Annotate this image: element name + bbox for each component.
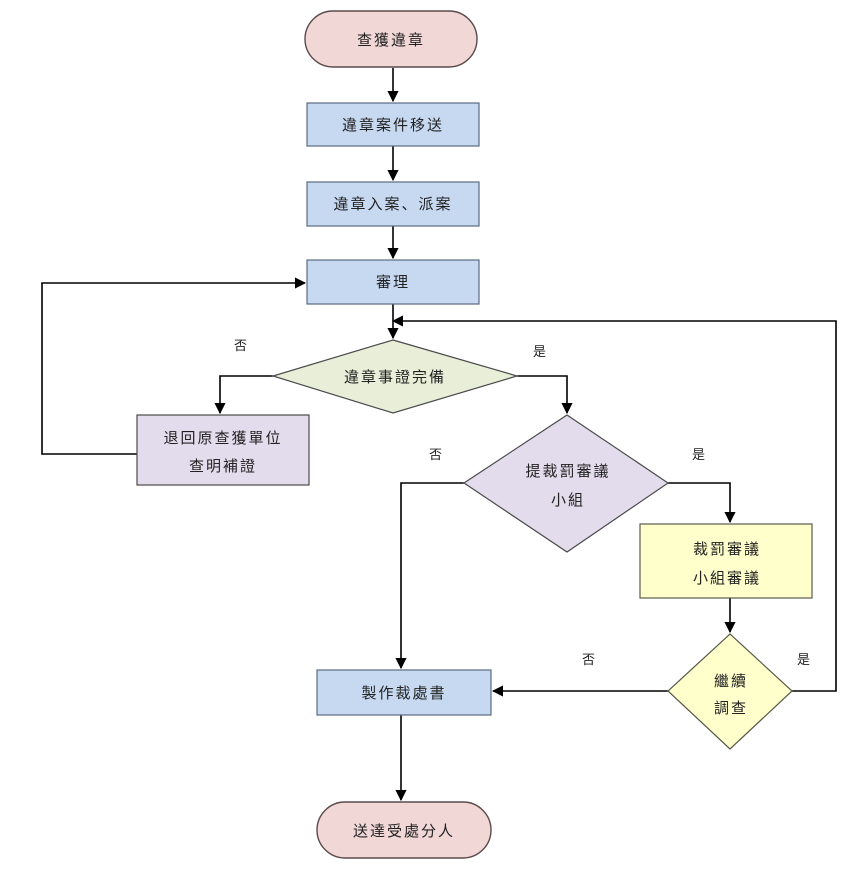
committee-review-box: 裁罰審議 小組審議 [639,523,813,599]
evidence-complete-label: 違章事證完備 [344,368,446,386]
review-label: 審理 [376,273,410,291]
make-decision-label: 製作裁處書 [361,684,446,702]
make-decision-box: 製作裁處書 [316,669,492,716]
deliver-terminal: 送達受處分人 [316,801,492,859]
edge-propose-no [395,482,464,670]
edge-continue-yes [391,315,837,692]
register-label: 違章入案、派案 [333,195,452,213]
return-box: 退回原查獲單位 查明補證 [136,414,310,486]
label-continue-yes: 是 [797,653,810,668]
register-box: 違章入案、派案 [306,181,480,227]
committee-review-line1: 裁罰審議 [693,540,761,558]
return-label-line2: 查明補證 [189,457,257,475]
continue-investigation-line1: 繼續 [714,672,748,690]
edge-propose-yes [668,482,736,524]
continue-investigation-line2: 調查 [714,699,748,717]
propose-committee-line2: 小組 [551,491,585,509]
label-continue-no: 否 [582,653,595,668]
label-propose-yes: 是 [692,448,705,463]
label-propose-no: 否 [429,448,442,463]
continue-investigation-decision: 繼續 調查 [667,633,793,750]
edge-check-no [214,375,273,415]
label-check-yes: 是 [533,345,546,360]
return-label-line1: 退回原查獲單位 [163,429,282,447]
propose-committee-decision: 提裁罰審議 小組 [462,414,670,553]
propose-committee-line1: 提裁罰審議 [525,462,610,480]
edge-return-review [41,277,307,455]
start-label: 查獲違章 [357,31,425,49]
start-terminal: 查獲違章 [304,10,478,68]
label-check-no: 否 [234,339,247,354]
committee-review-line2: 小組審議 [693,569,761,587]
evidence-complete-decision: 違章事證完備 [270,339,520,414]
transfer-box: 違章案件移送 [306,102,480,147]
deliver-label: 送達受處分人 [353,822,455,840]
edge-check-yes [517,375,573,415]
transfer-label: 違章案件移送 [342,116,444,134]
review-box: 審理 [306,259,480,305]
